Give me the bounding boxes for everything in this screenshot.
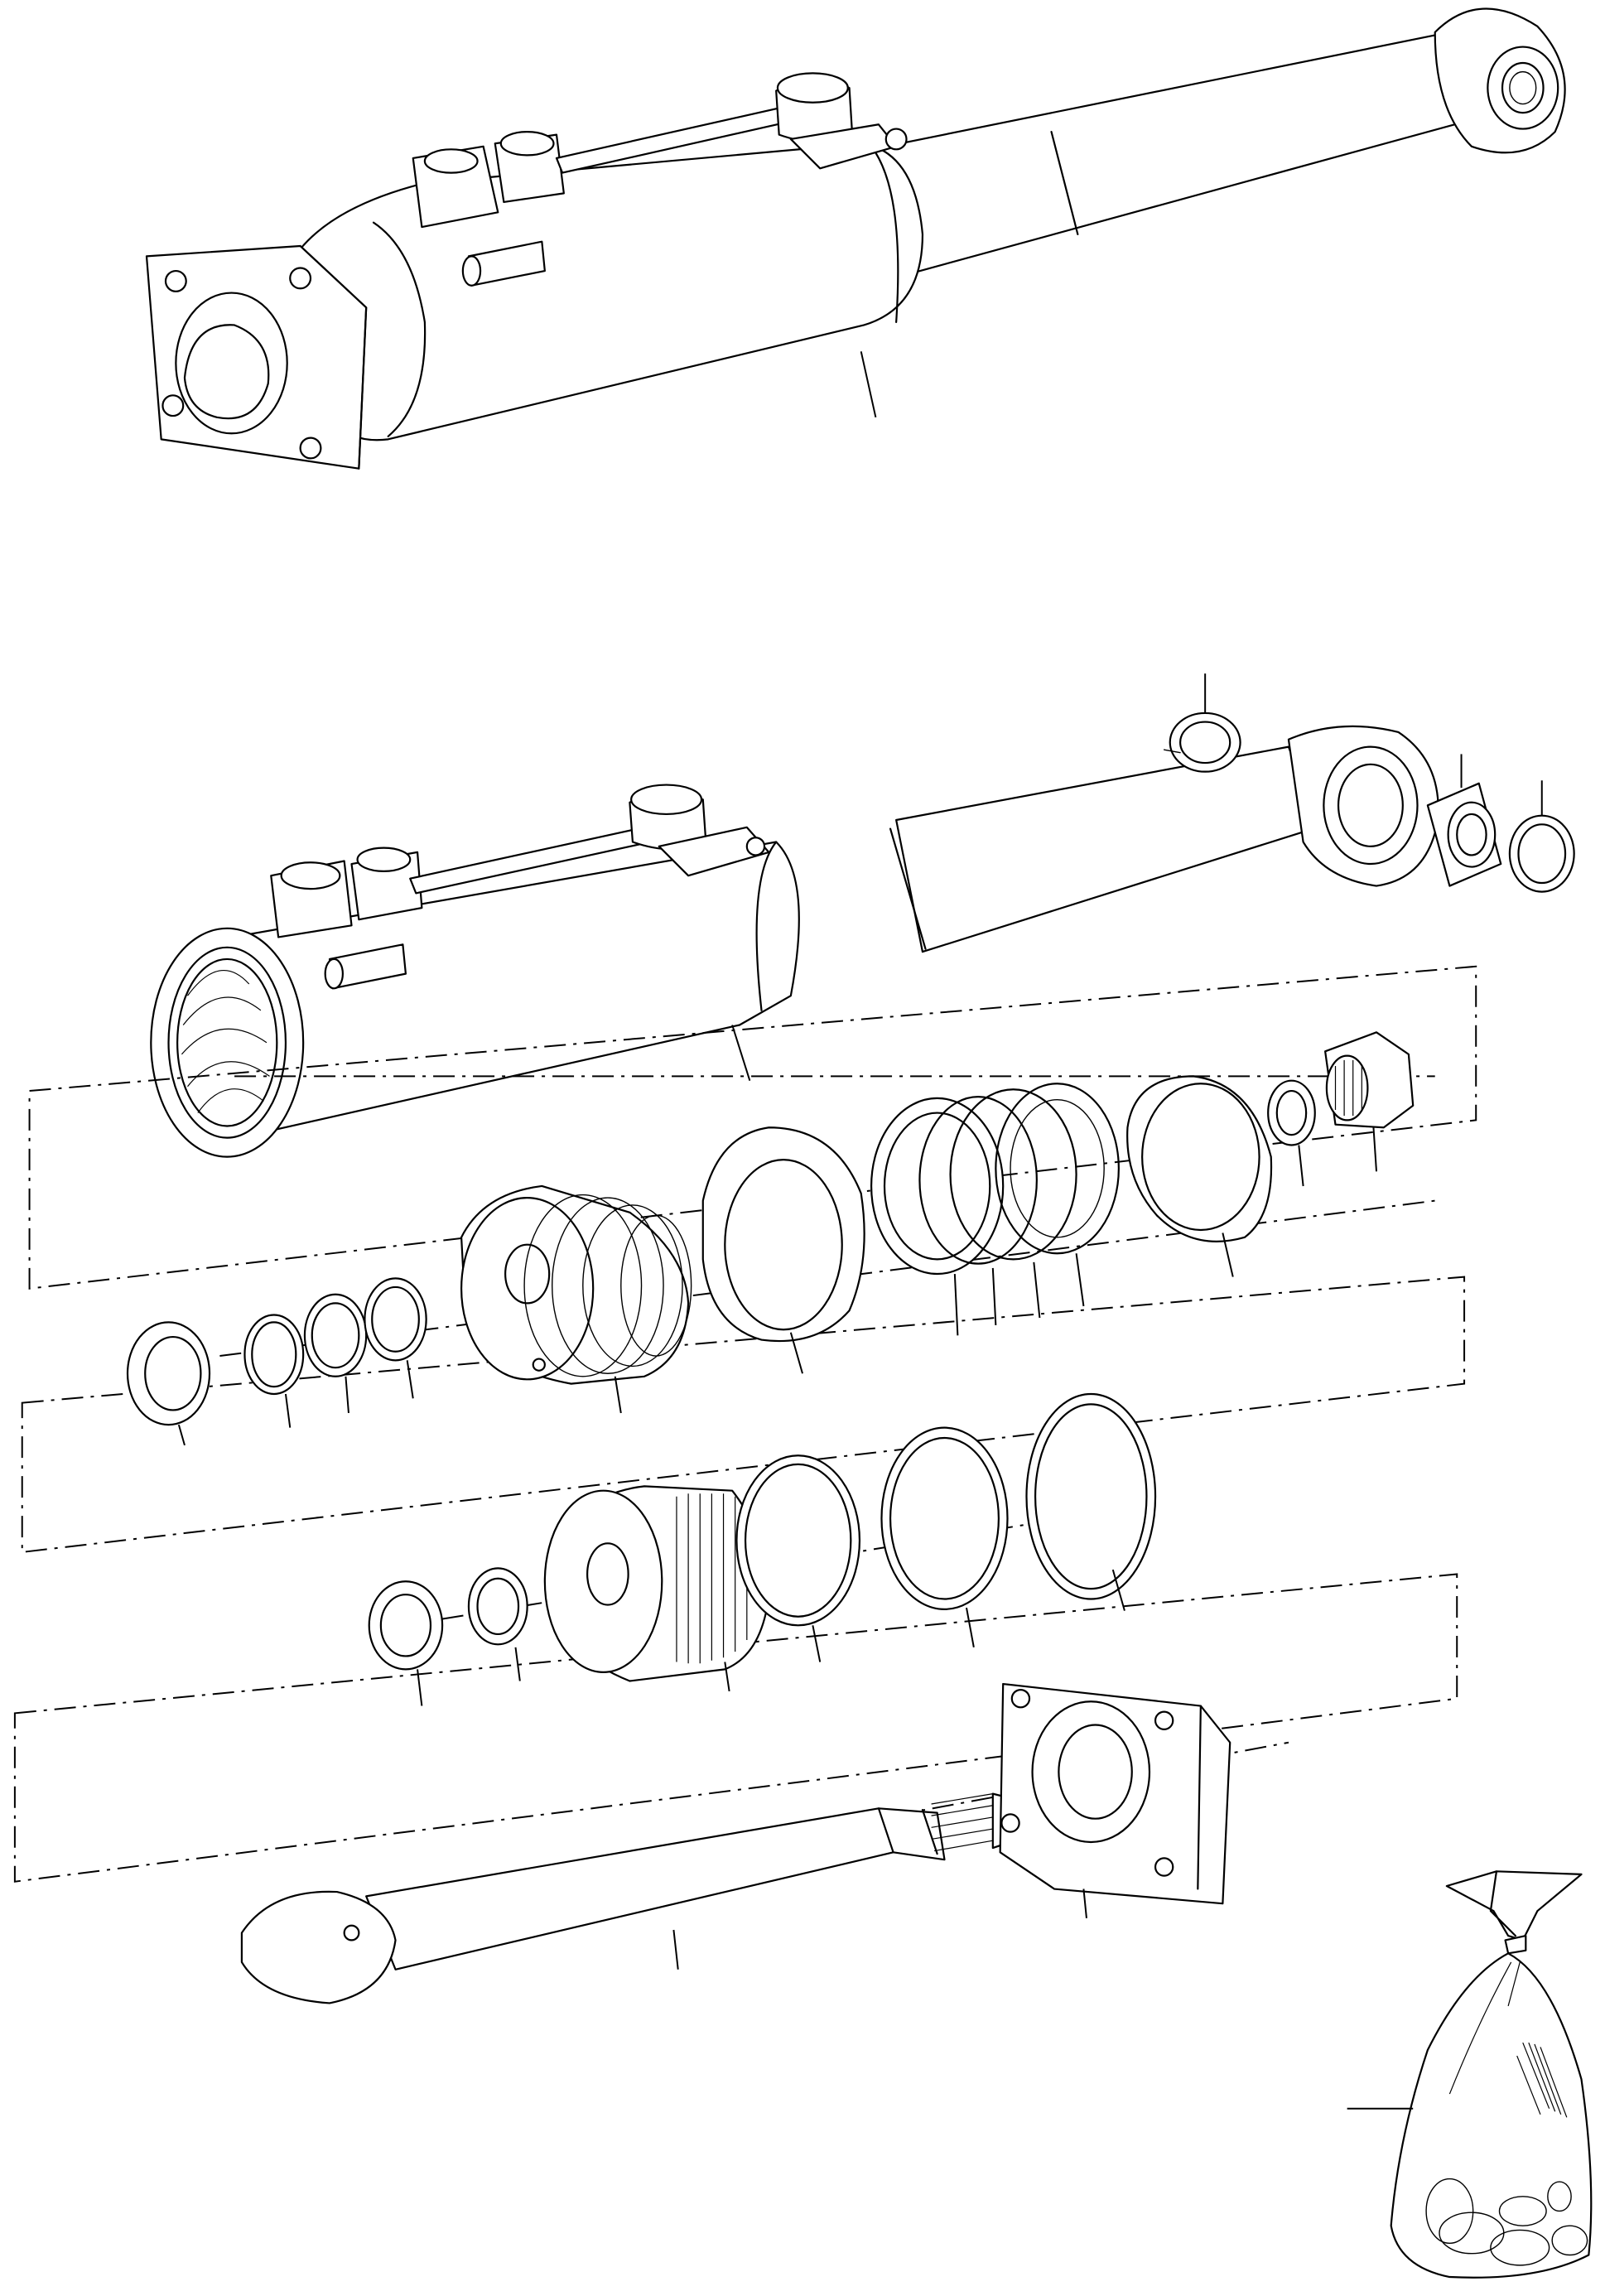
flange-cover-icon [1000,1684,1231,1918]
hydraulic-cylinder-assembled-icon [147,8,1565,468]
cylinder-head-icon [545,1486,769,1691]
o-ring-icon [364,1278,426,1398]
o-ring-icon [1026,1394,1155,1611]
seal-row-2 [128,1186,692,1445]
guide-ring-icon [703,1127,865,1373]
piston-rod-icon [242,1794,1010,2004]
seal-ring-icon [871,1083,1119,1335]
hydraulic-port-icon [413,132,564,286]
rod-eye-icon [1289,726,1439,886]
nut-icon [1325,1032,1413,1171]
o-ring-icon [305,1295,366,1413]
callout-leader [861,351,876,417]
wiper-ring-icon [128,1322,210,1445]
bushing-icon [1428,754,1501,885]
seal-row-1 [703,1032,1413,1373]
o-ring-icon [881,1428,1007,1647]
rod-eye-icon [1435,8,1565,152]
snap-ring-icon [1164,673,1241,771]
bushing-icon [469,1568,528,1681]
wiper-ring-icon [369,1581,442,1705]
o-ring-icon [736,1455,860,1662]
head-flange-icon [147,246,366,469]
piston-icon [461,1186,692,1413]
o-ring-icon [244,1315,303,1428]
seal-kit-bag-icon [1347,1871,1592,2277]
cylinder-tube-icon [151,726,1438,1157]
seal-row-3 [369,1394,1155,1706]
hydraulic-tube-icon [557,73,907,172]
guide-ring-icon [1127,1076,1271,1276]
circlip-icon [1510,780,1574,891]
bushing-icon [1268,1081,1315,1186]
piston-rod-row [242,1684,1230,2003]
